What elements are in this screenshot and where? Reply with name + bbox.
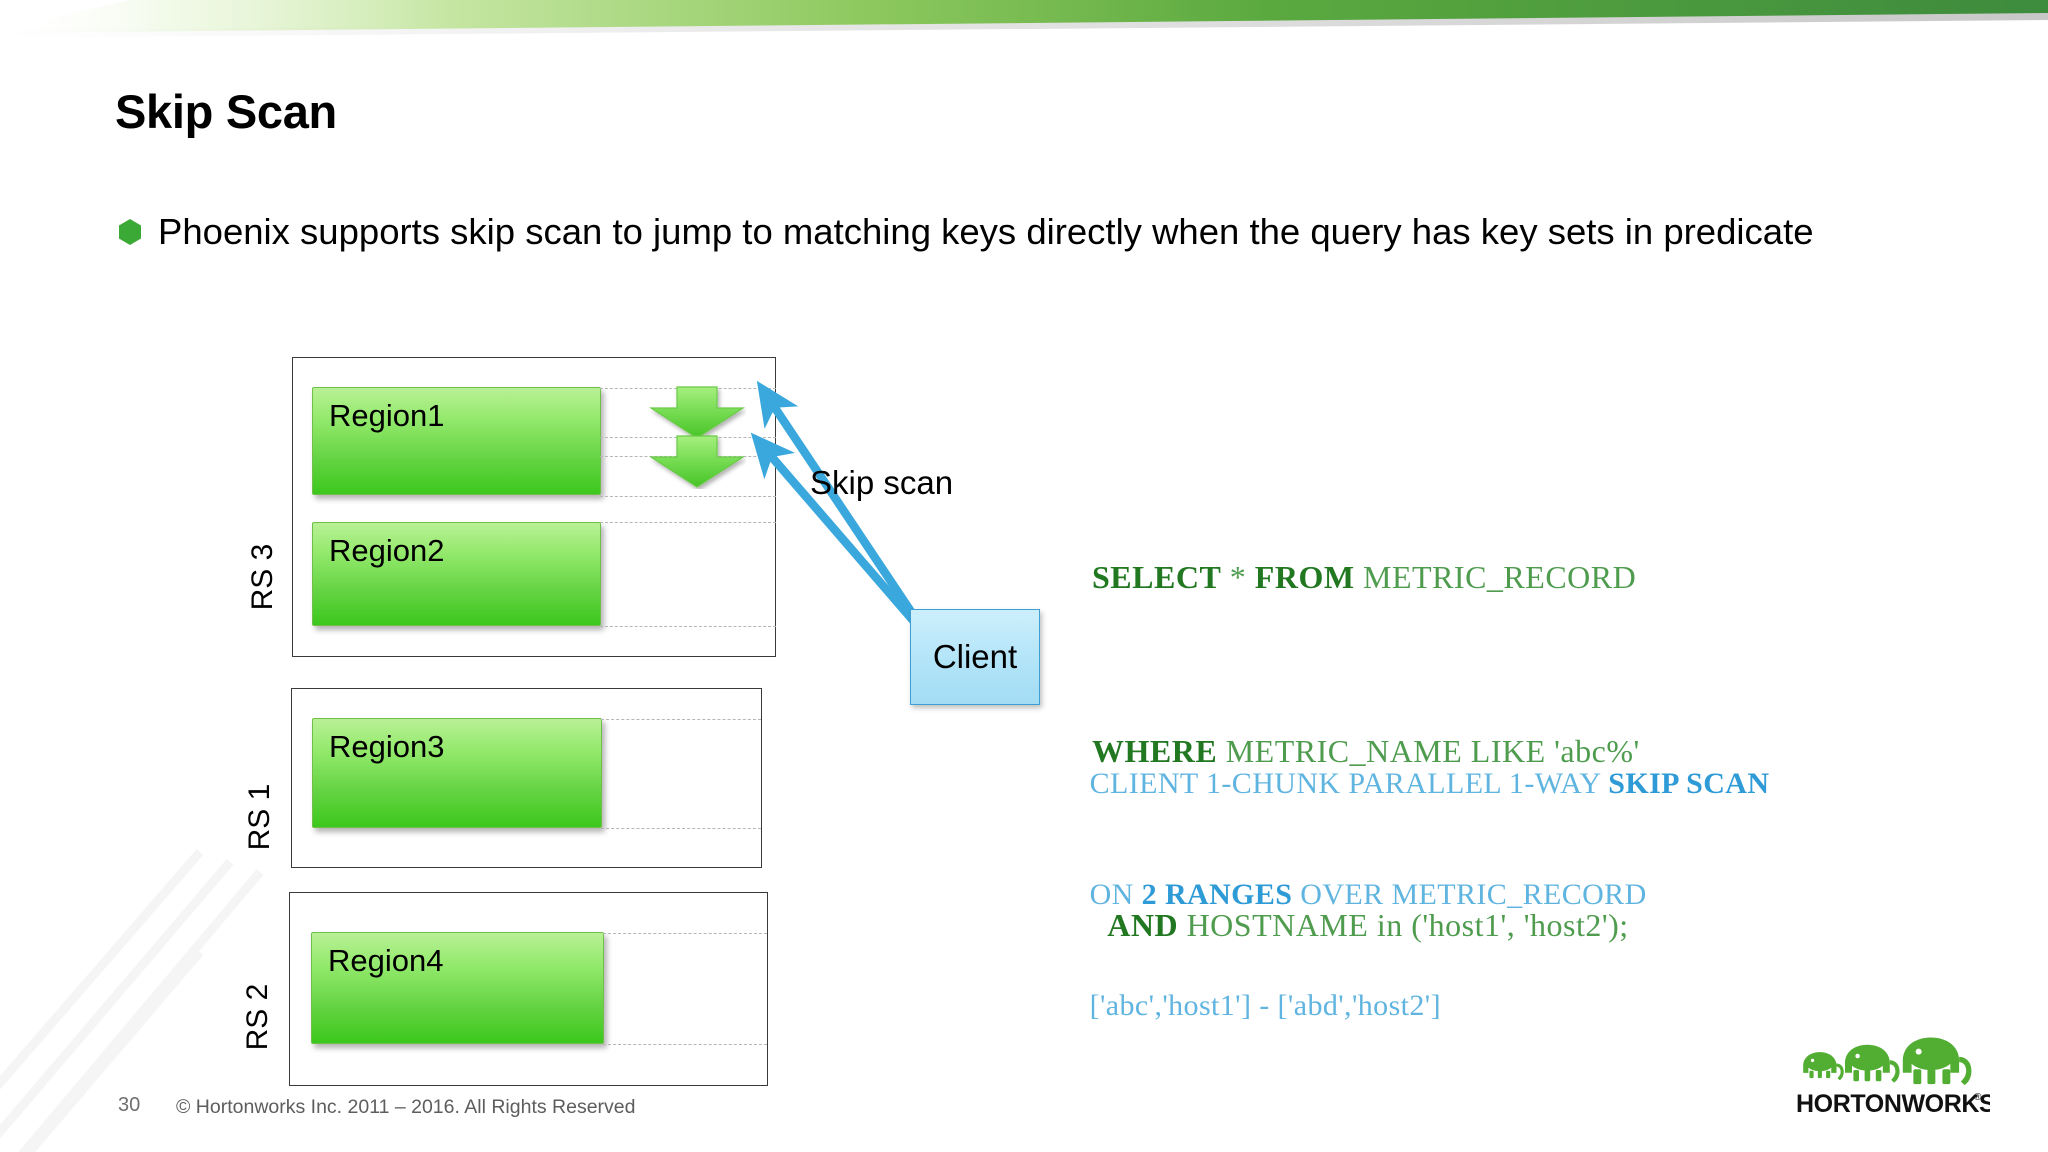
client-label: Client — [932, 638, 1018, 675]
sql-text: * — [1221, 559, 1255, 595]
green-down-arrow-icon — [648, 386, 746, 440]
region-server-label-rs2: RS 2 — [241, 983, 274, 1051]
logo-trademark: ® — [1974, 1092, 1982, 1103]
sql-line: WHERE METRIC_NAME LIKE 'abc%' — [1058, 664, 1988, 838]
guide-line — [600, 626, 776, 627]
skip-scan-label: Skip scan — [810, 464, 954, 501]
logo-wordmark: HORTONWORKS — [1796, 1090, 1990, 1116]
explain-plan-block: CLIENT 1-CHUNK PARALLEL 1-WAY SKIP SCAN … — [1058, 728, 1998, 1061]
guide-line — [601, 719, 761, 720]
guide-line — [601, 828, 761, 829]
sql-line: AND HOSTNAME in ('host1', 'host2'); — [1058, 838, 1988, 1012]
plan-keyword: 2 RANGES — [1141, 878, 1293, 911]
sql-keyword: AND — [1092, 907, 1179, 943]
region-server-label-rs3: RS 3 — [246, 543, 279, 611]
region-block-region2: Region2 — [312, 522, 601, 626]
plan-text: CLIENT 1-CHUNK PARALLEL 1-WAY — [1089, 767, 1609, 800]
bullet-item: Phoenix supports skip scan to jump to ma… — [118, 205, 1918, 259]
plan-text: ON — [1089, 878, 1142, 911]
guide-line — [600, 522, 776, 523]
sql-text: METRIC_NAME LIKE 'abc%' — [1217, 733, 1640, 769]
top-banner — [0, 0, 2048, 46]
blue-arrow-to-region1-icon — [756, 380, 934, 643]
guide-line — [603, 1044, 767, 1045]
page-number: 30 — [118, 1094, 141, 1116]
sql-line: SELECT * FROM METRIC_RECORD — [1058, 490, 1988, 664]
region-block-region4: Region4 — [311, 932, 604, 1044]
plan-text: OVER METRIC_RECORD — [1292, 878, 1647, 911]
plan-line: ['abc','host1'] - ['abd','host2'] — [1058, 950, 1998, 1061]
sql-text: HOSTNAME in ('host1', 'host2'); — [1178, 907, 1629, 943]
plan-line: ON 2 RANGES OVER METRIC_RECORD — [1058, 839, 1998, 950]
sql-code-block: SELECT * FROM METRIC_RECORD WHERE METRIC… — [1058, 490, 1988, 1012]
green-down-arrow-icon — [648, 435, 746, 489]
page-title: Skip Scan — [115, 85, 337, 138]
plan-keyword: SKIP SCAN — [1608, 767, 1770, 800]
guide-line — [600, 496, 776, 497]
sql-text: METRIC_RECORD — [1354, 559, 1637, 595]
guide-line — [603, 933, 767, 934]
sql-keyword: WHERE — [1092, 733, 1218, 769]
copyright-text: © Hortonworks Inc. 2011 – 2016. All Righ… — [176, 1096, 636, 1118]
hortonworks-elephants-logo-icon: HORTONWORKS ® — [1794, 1032, 1996, 1118]
region-server-label-rs1: RS 1 — [243, 783, 276, 851]
green-hexagon-bullet-icon — [118, 219, 142, 245]
sql-keyword: FROM — [1254, 559, 1355, 595]
region-block-region1: Region1 — [312, 387, 601, 495]
bullet-text: Phoenix supports skip scan to jump to ma… — [158, 211, 1814, 252]
sql-keyword: SELECT — [1092, 559, 1222, 595]
plan-text: ['abc','host1'] - ['abd','host2'] — [1089, 989, 1441, 1022]
client-box: Client — [910, 609, 1040, 705]
plan-line: CLIENT 1-CHUNK PARALLEL 1-WAY SKIP SCAN — [1058, 728, 1998, 839]
region-block-region3: Region3 — [312, 718, 602, 828]
